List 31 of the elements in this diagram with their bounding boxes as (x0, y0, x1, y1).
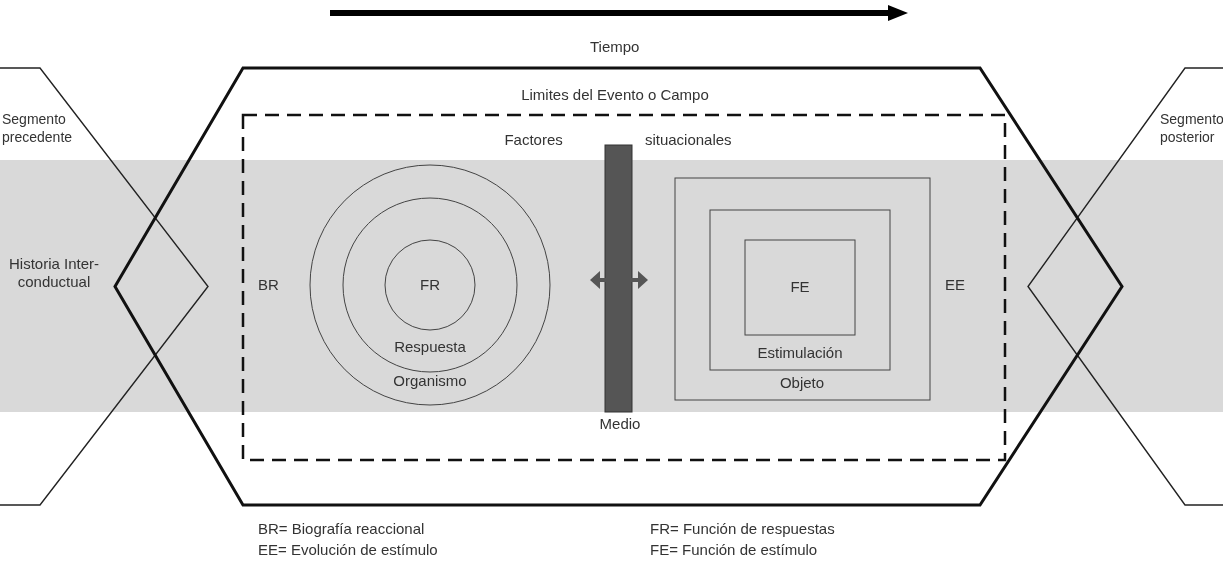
shaded-band (0, 160, 1223, 412)
node-label: Factores situacionales (503, 131, 733, 149)
node-label: FE (789, 278, 811, 296)
node-label: FR (419, 276, 441, 294)
node-label: Segmento posterior (1160, 110, 1223, 146)
node-label: Estimulación (756, 344, 844, 362)
node-label: Segmento precedente (2, 110, 74, 146)
legend-note: FR= Función de respuestas (650, 520, 835, 538)
axis-label: Tiempo (590, 38, 640, 56)
legend-note: EE= Evolución de estímulo (258, 541, 438, 559)
node-label: Limites del Evento o Campo (520, 86, 710, 104)
square (745, 240, 855, 335)
bar-caption: Medio (598, 415, 642, 433)
legend-note: BR= Biografía reaccional (258, 520, 425, 538)
abbreviation-label: BR (258, 276, 279, 294)
node-label: Organismo (392, 372, 468, 390)
circle (385, 240, 475, 330)
square-frame (675, 178, 930, 400)
ring (310, 165, 550, 405)
event-field-hexagon (115, 68, 1122, 505)
abbreviation-label: EE (945, 276, 965, 294)
dashed-boundary (243, 115, 1005, 460)
square-frame (710, 210, 890, 370)
legend-note: FE= Función de estímulo (650, 541, 818, 559)
segment-outline (1028, 68, 1223, 505)
node-label: Objeto (778, 374, 826, 392)
segment-outline (0, 68, 208, 505)
vertical-bar (605, 145, 632, 412)
node-label: Respuesta (393, 338, 467, 356)
node-label: Historia Inter-conductual (8, 255, 100, 291)
ring (343, 198, 517, 372)
